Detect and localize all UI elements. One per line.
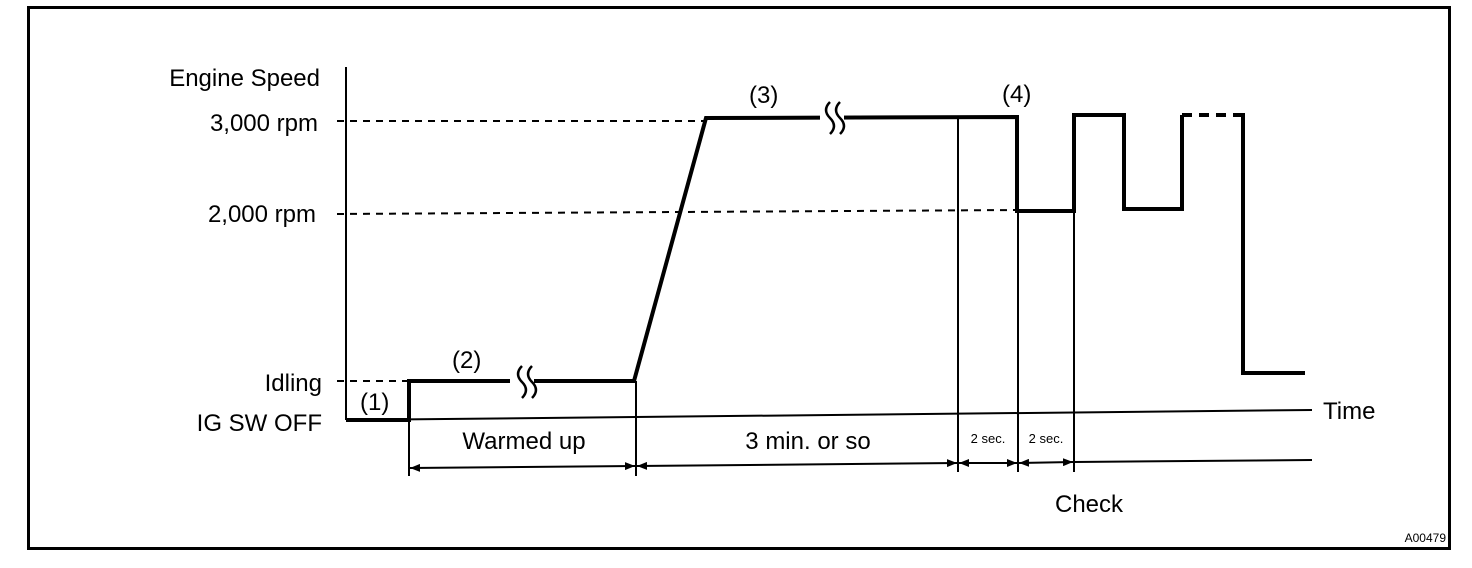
label-ig-sw-off: IG SW OFF [197,410,322,437]
break-mark-1 [516,365,538,399]
interval-2-sec-a: 2 sec. [971,431,1006,446]
check-label: Check [1055,491,1124,518]
step-4-label: (4) [1002,81,1031,108]
engine-speed-trace-end [1241,113,1305,375]
engine-speed-trace [346,113,1184,422]
interval-3-min: 3 min. or so [745,428,870,455]
label-2000-rpm: 2,000 rpm [208,201,316,228]
x-axis-title: Time [1323,398,1375,425]
break-mark-2 [824,101,846,135]
label-3000-rpm: 3,000 rpm [210,110,318,137]
y-axis-title: Engine Speed [169,65,320,92]
diagram-frame [27,6,1451,550]
label-idling: Idling [265,370,322,397]
step-3-label: (3) [749,82,778,109]
step-1-label: (1) [360,389,389,416]
interval-warmed-up: Warmed up [462,428,585,455]
step-2-label: (2) [452,347,481,374]
check-line [1073,459,1313,463]
interval-2-sec-b: 2 sec. [1029,431,1064,446]
arrow-warmed-up [409,462,636,472]
arrow-2-sec-b [1018,458,1074,467]
x-axis [345,409,1313,421]
arrow-3-min [636,459,958,470]
dashed-2000 [336,209,1019,215]
figure-id: A00479 [1405,531,1447,545]
